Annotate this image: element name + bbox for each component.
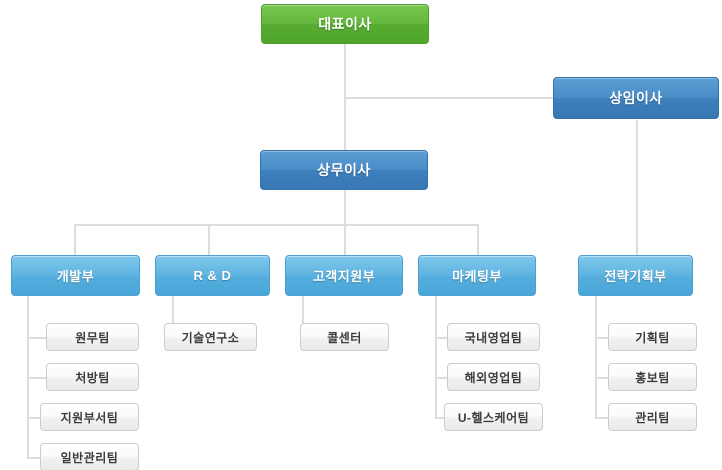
connector-team-stub-strategy-3: [595, 417, 608, 419]
connector-ceo-trunk: [344, 44, 346, 160]
node-managing-director[interactable]: 상무이사: [260, 150, 428, 190]
node-team-strategy-1[interactable]: 기획팀: [608, 323, 697, 351]
node-team-support-1[interactable]: 콜센터: [300, 323, 389, 351]
connector-team-stub-marketing-3: [435, 417, 448, 419]
node-team-marketing-1[interactable]: 국내영업팀: [447, 323, 540, 351]
connector-team-stub-strategy-1: [595, 337, 608, 339]
node-ceo[interactable]: 대표이사: [261, 4, 429, 44]
node-team-dev-2[interactable]: 처방팀: [46, 363, 139, 391]
node-team-dev-1[interactable]: 원무팀: [46, 323, 139, 351]
node-department-rnd[interactable]: R & D: [155, 255, 270, 296]
node-department-dev[interactable]: 개발부: [11, 255, 140, 296]
connector-team-stub-dev-1: [27, 337, 47, 339]
connector-department-bus: [74, 224, 478, 226]
node-team-dev-3[interactable]: 지원부서팀: [40, 403, 139, 431]
connector-team-stub-marketing-2: [435, 377, 448, 379]
node-team-strategy-2[interactable]: 홍보팀: [608, 363, 697, 391]
connector-team-stub-strategy-2: [595, 377, 608, 379]
connector-team-spine-strategy: [595, 295, 597, 418]
connector-team-spine-rnd: [172, 295, 174, 338]
connector-drop-dept-2: [208, 224, 210, 256]
node-team-marketing-2[interactable]: 해외영업팀: [447, 363, 540, 391]
connector-standing-director-to-strategy: [636, 120, 638, 256]
node-team-strategy-3[interactable]: 관리팀: [608, 403, 697, 431]
connector-managing-director-trunk: [344, 190, 346, 256]
connector-team-spine-dev: [27, 295, 29, 458]
node-team-rnd-1[interactable]: 기술연구소: [164, 323, 257, 351]
node-team-marketing-3[interactable]: U-헬스케어팀: [444, 403, 543, 431]
connector-team-spine-support: [302, 295, 304, 338]
connector-team-stub-dev-2: [27, 377, 47, 379]
connector-team-stub-dev-3: [27, 417, 47, 419]
node-standing-director[interactable]: 상임이사: [553, 77, 719, 119]
connector-ceo-to-standing-director: [344, 97, 554, 99]
connector-team-stub-dev-4: [27, 457, 47, 459]
node-department-support[interactable]: 고객지원부: [285, 255, 403, 296]
node-department-marketing[interactable]: 마케팅부: [418, 255, 536, 296]
connector-drop-dept-4: [477, 224, 479, 256]
connector-drop-dept-1: [74, 224, 76, 256]
connector-team-stub-marketing-1: [435, 337, 448, 339]
connector-drop-dept-3: [344, 224, 346, 256]
node-department-strategy[interactable]: 전략기획부: [578, 255, 693, 296]
connector-team-spine-marketing: [435, 295, 437, 418]
node-team-dev-4[interactable]: 일반관리팀: [40, 443, 139, 470]
